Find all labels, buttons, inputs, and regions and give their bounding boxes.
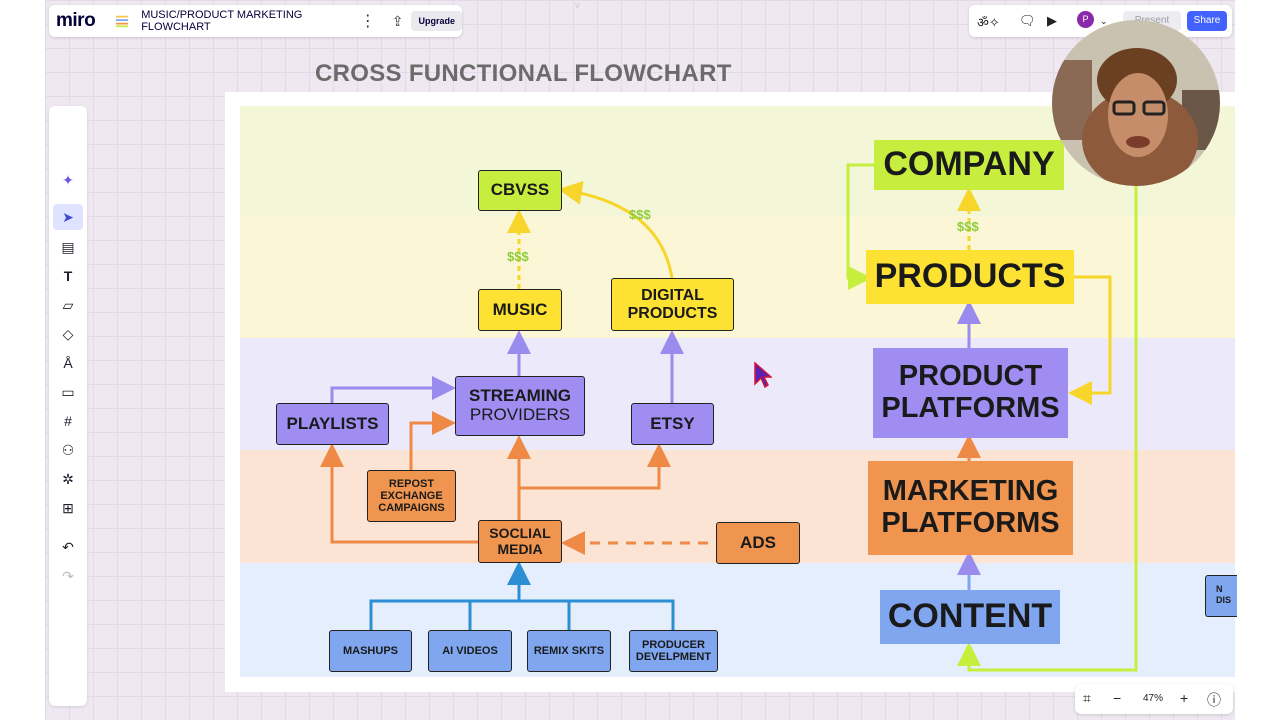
- node-ads[interactable]: ADS: [716, 522, 800, 564]
- redo-icon[interactable]: ↷: [62, 567, 74, 584]
- node-mashups[interactable]: MASHUPS: [329, 630, 412, 672]
- node-streaming-line1: STREAMING: [469, 386, 571, 406]
- node-products[interactable]: PRODUCTS: [866, 250, 1074, 304]
- reactions-icon[interactable]: ॐ✧: [977, 15, 1000, 30]
- sticky-note-icon[interactable]: ▱: [62, 296, 74, 313]
- board-name[interactable]: MUSIC/PRODUCT MARKETING FLOWCHART: [141, 9, 303, 33]
- text-tool-icon[interactable]: T: [63, 268, 73, 284]
- chevron-down-icon[interactable]: ⌄: [1100, 16, 1108, 26]
- video-call-icon[interactable]: ▶: [1047, 13, 1057, 28]
- zoom-bar: ⌗ − + ⓘ: [1075, 684, 1233, 714]
- node-etsy[interactable]: ETSY: [631, 403, 714, 445]
- comment-tool-icon[interactable]: ▭: [61, 383, 75, 400]
- webcam-overlay: [1052, 20, 1220, 186]
- flowchart-title[interactable]: CROSS FUNCTIONAL FLOWCHART: [315, 60, 732, 87]
- node-cbvss[interactable]: CBVSS: [478, 170, 562, 211]
- right-edge-strip: [1235, 0, 1280, 720]
- node-streaming-providers[interactable]: STREAMING PROVIDERS: [455, 376, 585, 436]
- node-offscreen-partial[interactable]: N DIS: [1205, 575, 1237, 617]
- swimlane-band-purple: [240, 338, 1235, 450]
- node-marketing-platforms[interactable]: MARKETING PLATFORMS: [868, 461, 1073, 555]
- ai-sparkle-icon[interactable]: ✦: [62, 171, 74, 188]
- zoom-out-icon[interactable]: −: [1113, 690, 1122, 706]
- mouse-cursor-icon: [754, 362, 772, 388]
- undo-icon[interactable]: ↶: [62, 538, 74, 555]
- node-music[interactable]: MUSIC: [478, 289, 562, 331]
- presenter-video-image: [1052, 20, 1220, 186]
- board-icon: [116, 15, 129, 28]
- node-repost-exchange[interactable]: REPOST EXCHANGE CAMPAIGNS: [367, 470, 456, 522]
- upgrade-button[interactable]: Upgrade: [411, 11, 462, 31]
- node-ai-videos[interactable]: AI VIDEOS: [428, 630, 512, 672]
- money-label[interactable]: $$$: [507, 249, 529, 264]
- top-left-bar: miro MUSIC/PRODUCT MARKETING FLOWCHART ⋮…: [49, 5, 462, 37]
- miro-logo[interactable]: miro: [56, 10, 96, 31]
- integrations-icon[interactable]: ✲: [62, 470, 74, 487]
- share-button[interactable]: Share: [1187, 11, 1227, 31]
- add-more-icon[interactable]: ⊞: [62, 499, 74, 516]
- money-label[interactable]: $$$: [957, 219, 979, 234]
- zoom-level[interactable]: 47%: [1143, 693, 1164, 704]
- node-content[interactable]: CONTENT: [880, 590, 1060, 644]
- zoom-in-icon[interactable]: +: [1180, 690, 1189, 706]
- node-playlists[interactable]: PLAYLISTS: [276, 403, 389, 445]
- frame-tool-icon[interactable]: #: [64, 413, 72, 429]
- node-streaming-line2: PROVIDERS: [469, 405, 571, 424]
- pen-icon[interactable]: Å: [63, 355, 73, 371]
- node-remix-skits[interactable]: REMIX SKITS: [527, 630, 611, 672]
- export-icon[interactable]: ⇪: [391, 12, 404, 29]
- shapes-icon[interactable]: ◇: [62, 325, 74, 342]
- more-options-icon[interactable]: ⋮: [359, 13, 376, 30]
- money-label[interactable]: $$$: [629, 207, 651, 222]
- avatar[interactable]: P: [1077, 11, 1094, 28]
- left-toolbar: ✦ ➤ ▤ T ▱ ◇ Å ▭ # ⚇ ✲ ⊞ ↶ ↷: [49, 106, 87, 706]
- top-caret-icon[interactable]: v: [575, 0, 580, 11]
- node-company[interactable]: COMPANY: [874, 140, 1064, 190]
- node-product-platforms[interactable]: PRODUCT PLATFORMS: [873, 348, 1068, 438]
- templates-icon[interactable]: ▤: [61, 238, 75, 255]
- select-tool-icon[interactable]: ➤: [53, 204, 83, 230]
- node-social-media[interactable]: SOCLIAL MEDIA: [478, 520, 562, 563]
- swimlane-band-yellow: [240, 216, 1235, 338]
- comments-icon[interactable]: 🗨: [1019, 13, 1036, 28]
- fit-frame-icon[interactable]: ⌗: [1083, 690, 1091, 706]
- node-digital-products[interactable]: DIGITAL PRODUCTS: [611, 278, 734, 331]
- help-icon[interactable]: ⓘ: [1207, 692, 1221, 708]
- left-edge-strip: [0, 0, 45, 720]
- node-producer-development[interactable]: PRODUCER DEVELPMENT: [629, 630, 718, 672]
- node-offscreen-label: N DIS: [1216, 584, 1232, 605]
- connectors-icon[interactable]: ⚇: [61, 441, 75, 458]
